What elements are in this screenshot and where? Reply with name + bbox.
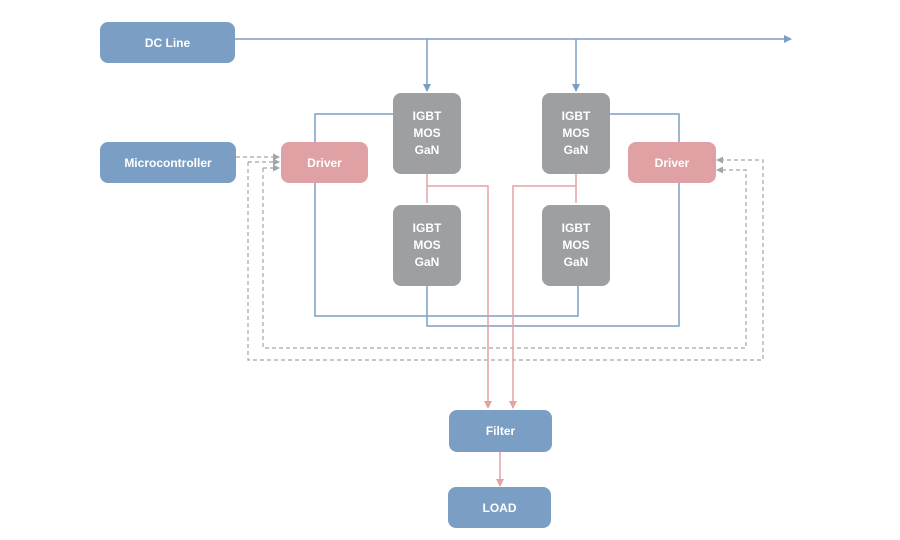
driver-right-label: Driver bbox=[654, 155, 690, 170]
load-label: LOAD bbox=[482, 500, 517, 515]
switch-bottom-left-block: IGBT MOS GaN bbox=[393, 205, 461, 286]
driver-left-block: Driver bbox=[281, 142, 368, 183]
load-block: LOAD bbox=[448, 487, 551, 528]
switch-tr-type-2: MOS bbox=[562, 126, 590, 140]
dc-bus-wires bbox=[235, 35, 792, 92]
switch-tr-type-1: IGBT bbox=[561, 109, 591, 123]
switch-bl-type-2: MOS bbox=[413, 238, 441, 252]
switch-tl-type-3: GaN bbox=[414, 143, 440, 157]
left-driver-to-switch-tl-wire bbox=[314, 113, 393, 142]
switch-tr-type-3: GaN bbox=[563, 143, 589, 157]
mcu-to-right-driver-outer-wire bbox=[247, 156, 764, 361]
mcu-to-right-driver-inner-wire bbox=[262, 166, 747, 349]
switch-tl-type-2: MOS bbox=[413, 126, 441, 140]
switch-tl-type-1: IGBT bbox=[412, 109, 442, 123]
switch-br-type-2: MOS bbox=[562, 238, 590, 252]
switch-bottom-right-block: IGBT MOS GaN bbox=[542, 205, 610, 286]
switch-top-right-block: IGBT MOS GaN bbox=[542, 93, 610, 174]
switch-bl-type-1: IGBT bbox=[412, 221, 442, 235]
dc-line-block: DC Line bbox=[100, 22, 235, 63]
microcontroller-label: Microcontroller bbox=[124, 155, 212, 170]
switch-top-left-block: IGBT MOS GaN bbox=[393, 93, 461, 174]
right-driver-return-wire bbox=[426, 183, 680, 327]
microcontroller-block: Microcontroller bbox=[100, 142, 236, 183]
driver-right-block: Driver bbox=[628, 142, 716, 183]
filter-label: Filter bbox=[485, 424, 516, 438]
right-leg-to-filter-wire bbox=[509, 185, 576, 409]
output-wires bbox=[426, 174, 577, 487]
switch-br-type-1: IGBT bbox=[561, 221, 591, 235]
filter-block: Filter bbox=[449, 410, 552, 452]
gate-drive-wires bbox=[314, 113, 680, 327]
left-driver-return-wire bbox=[314, 183, 579, 317]
left-leg-to-filter-wire bbox=[427, 185, 492, 409]
dc-line-label: DC Line bbox=[144, 35, 191, 50]
driver-left-label: Driver bbox=[307, 155, 342, 170]
right-driver-to-switch-tr-wire bbox=[610, 113, 680, 142]
control-wires bbox=[236, 153, 764, 361]
switch-br-type-3: GaN bbox=[563, 255, 589, 269]
switch-bl-type-3: GaN bbox=[414, 255, 440, 269]
